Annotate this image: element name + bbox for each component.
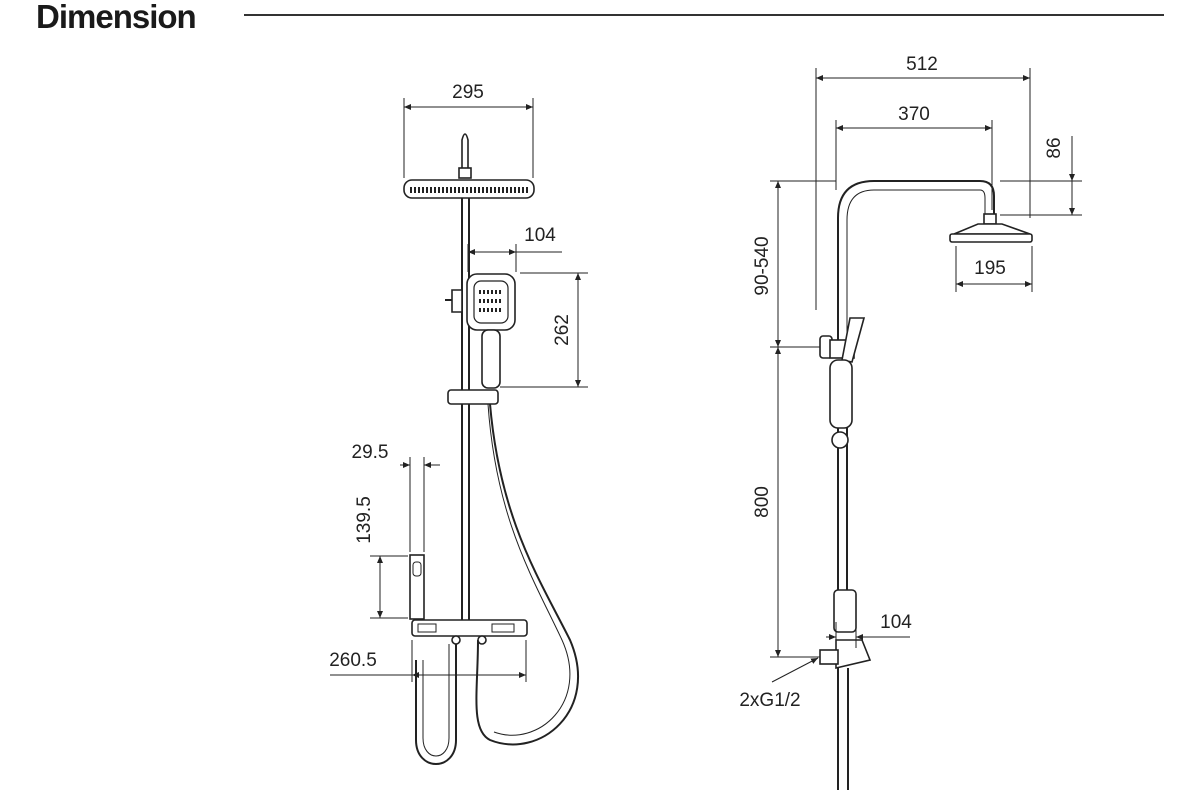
- dim-label-shelf-width: 260.5: [329, 650, 377, 671]
- front-spout: [409, 554, 425, 620]
- dim-label-adjust-range: 90-540: [752, 236, 773, 295]
- dim-spout-offset: 29.5: [352, 442, 440, 552]
- front-hand-shower: [445, 273, 516, 389]
- dim-arm-reach: 370: [835, 104, 993, 210]
- front-slider-bracket: [447, 389, 499, 405]
- dim-label-arm-total: 512: [906, 54, 938, 75]
- title-divider: [244, 14, 1164, 16]
- dim-handshower-height: 262: [500, 272, 588, 388]
- dim-label-head-drop: 86: [1044, 137, 1065, 158]
- dim-label-head-width: 295: [452, 82, 484, 103]
- dim-bar-height: 800: [752, 347, 820, 658]
- front-shelf-valve: [411, 619, 528, 645]
- dim-shelf-width: 260.5: [329, 640, 527, 682]
- dim-handshower-offset: 104: [467, 225, 562, 272]
- dim-arm-total: 512: [815, 54, 1031, 310]
- dim-label-valve-depth: 104: [880, 612, 912, 633]
- dim-label-spout-height: 139.5: [354, 496, 375, 544]
- front-top-stub: [461, 133, 469, 172]
- dim-adjust-range: 90-540: [752, 180, 836, 348]
- front-rain-head: [403, 179, 535, 199]
- label-inlets: 2xG1/2: [739, 657, 819, 711]
- dim-head-drop: 86: [1000, 136, 1082, 216]
- dim-label-bar-height: 800: [752, 486, 773, 518]
- side-rain-head: [949, 213, 1033, 243]
- dim-label-arm-reach: 370: [898, 104, 930, 125]
- dim-valve-depth: 104: [826, 612, 912, 648]
- label-inlets-text: 2xG1/2: [739, 690, 800, 711]
- side-valve: [819, 589, 872, 790]
- dim-label-handshower-offset: 104: [524, 225, 556, 246]
- front-view: 295 104 262 29.5 1: [329, 82, 588, 765]
- dim-spout-height: 139.5: [354, 496, 408, 619]
- dim-label-handshower-height: 262: [552, 314, 573, 346]
- dim-label-head-size: 195: [974, 258, 1006, 279]
- side-holder: [819, 317, 866, 449]
- page-title: Dimension: [36, 0, 197, 35]
- dim-head-width: 295: [403, 82, 534, 178]
- front-lower-pipe: [415, 644, 457, 765]
- side-view: 512 370 86 195 90-540: [739, 54, 1082, 790]
- dim-label-spout-offset: 29.5: [352, 442, 389, 463]
- front-hose: [475, 403, 579, 746]
- dim-head-size: 195: [955, 246, 1033, 292]
- front-riser-pipe: [461, 198, 470, 620]
